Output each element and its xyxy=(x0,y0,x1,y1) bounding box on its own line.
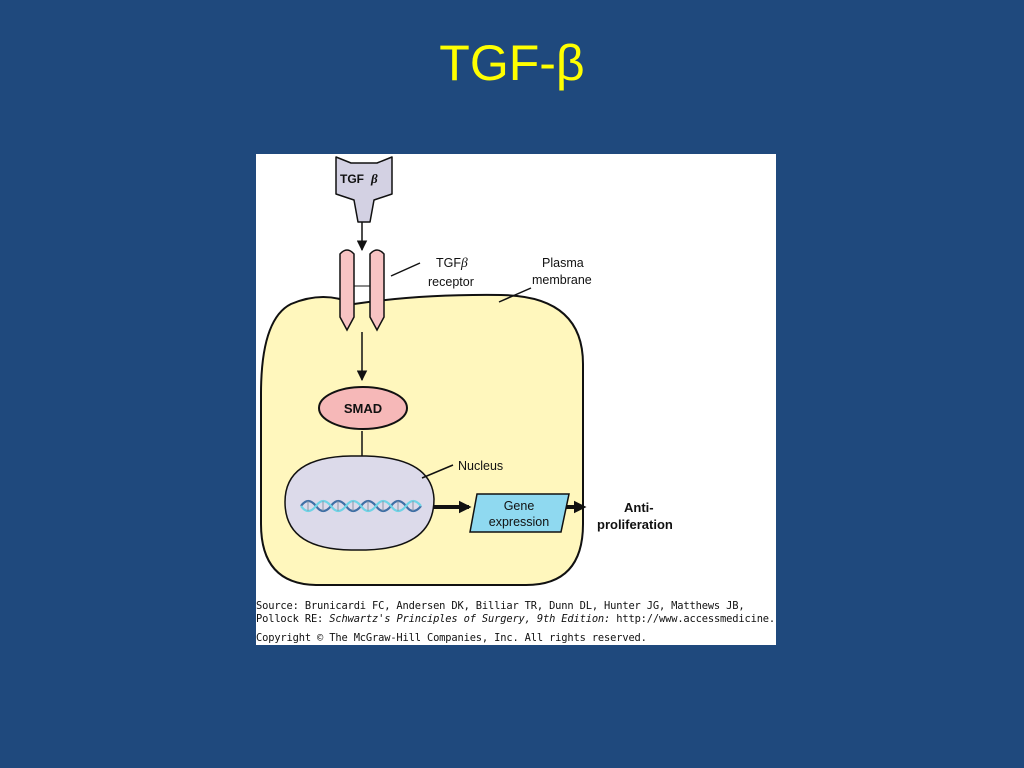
source-citation-line1: Source: Brunicardi FC, Andersen DK, Bill… xyxy=(256,600,745,612)
nucleus-leader-line xyxy=(421,464,454,479)
nucleus-label: Nucleus xyxy=(458,459,503,473)
slide-title: TGF-β xyxy=(439,35,585,91)
gene-expression-box xyxy=(469,493,570,533)
tgf-beta-ligand xyxy=(335,156,393,223)
dna-helix xyxy=(300,499,422,513)
source-citation-line2: Pollock RE: Schwartz's Principles of Sur… xyxy=(256,613,776,625)
membrane-label-line2: membrane xyxy=(532,273,592,287)
tgf-beta-pathway-figure: TGF β SMAD Gene expression Anti- prolife… xyxy=(256,154,776,645)
copyright-notice: Copyright © The McGraw-Hill Companies, I… xyxy=(256,632,647,644)
tgf-beta-receptor xyxy=(339,249,385,332)
pathway-diagram: TGF β SMAD Gene expression Anti- prolife… xyxy=(260,156,673,586)
ligand-beta-symbol: β xyxy=(370,171,378,186)
receptor-leader-line xyxy=(390,262,421,277)
membrane-label-line1: Plasma xyxy=(542,256,584,270)
outcome-label-line2: proliferation xyxy=(597,517,673,532)
outcome-label-line1: Anti- xyxy=(624,500,654,515)
membrane-leader-line xyxy=(498,287,532,303)
smad-label: SMAD xyxy=(344,401,382,416)
receptor-label-line1: TGFβ xyxy=(436,255,468,270)
receptor-label-line2: receptor xyxy=(428,275,474,289)
gene-label-line2: expression xyxy=(489,515,549,529)
smad-protein xyxy=(318,386,408,430)
ligand-label: TGF xyxy=(340,172,364,186)
gene-label-line1: Gene xyxy=(504,499,535,513)
